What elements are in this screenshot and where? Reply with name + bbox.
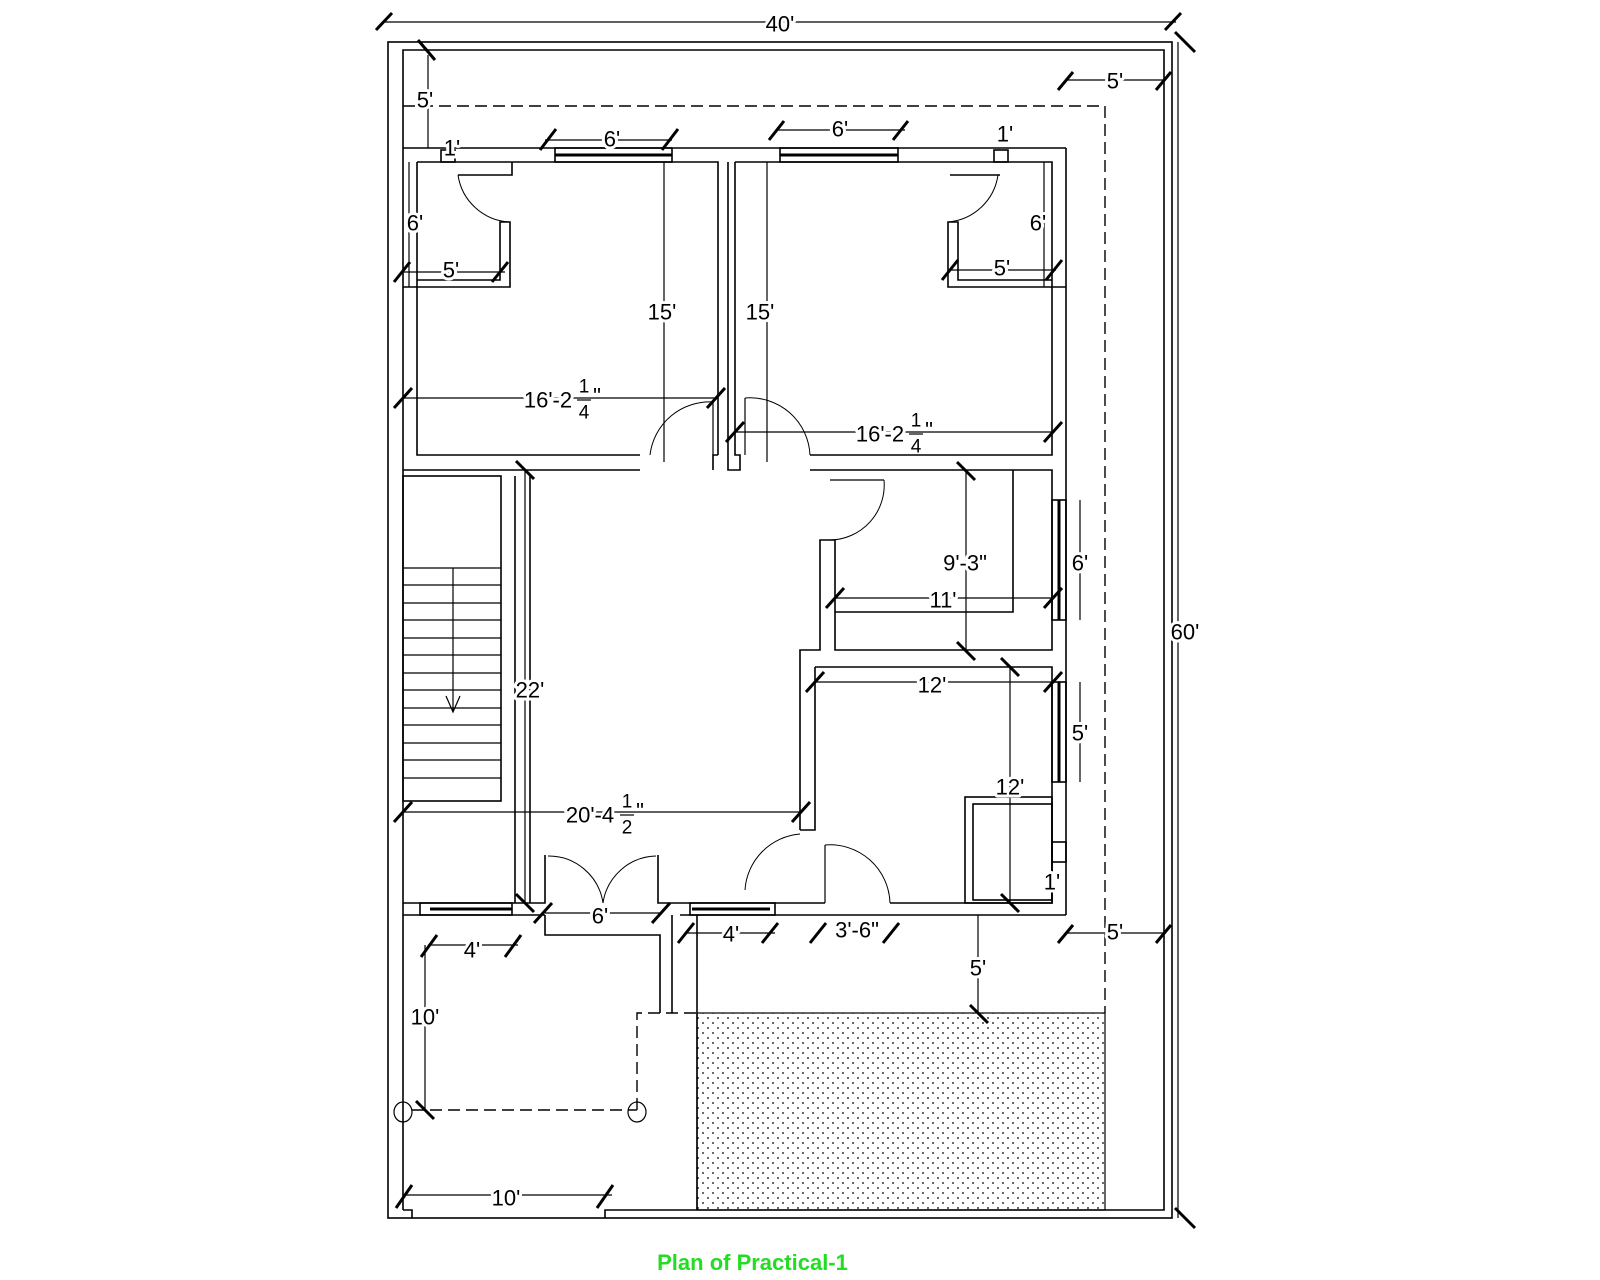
bed-left-frac-den: 4 [579,403,590,424]
garage-width-label: 10' [492,1186,521,1211]
vent-right-label: 1' [997,122,1013,147]
bed-right-frac-den: 4 [911,437,922,458]
porch-gate [393,1012,697,1123]
bed-right-width-label: 16'-2 [856,422,904,447]
bath-left-width-label: 5' [443,258,459,283]
kitchen-width-label: 11' [929,588,956,613]
setback-front-label: 5' [970,956,986,981]
bed-left-frac-num: 1 [579,377,590,398]
kitchen-window-label: 6' [1072,551,1088,576]
plot-depth-label: 60' [1171,620,1200,645]
lounge-frac-den: 2 [622,818,633,839]
room-width-label: 12' [918,673,947,698]
setback-right-bottom-label: 5' [1107,920,1123,945]
dimension-lines [374,11,1197,1230]
plot-boundary [387,41,1173,1219]
bed-right-depth-label: 15' [746,300,775,325]
window-left-bed-label: 6' [604,127,620,152]
garage-depth-label: 10' [411,1005,440,1030]
window-right-bed-label: 6' [832,117,848,142]
bed-right-frac-num: 1 [911,411,922,432]
lounge-depth-label: 22' [516,678,545,703]
setback-right-top-label: 5' [1107,69,1123,94]
plan-title: Plan of Practical-1 [657,1250,848,1275]
bath-right-depth-label: 6' [1030,211,1046,236]
lawn-hatch [696,1012,1106,1211]
bed-left-depth-label: 15' [648,300,677,325]
bath-left-depth-label: 6' [407,211,423,236]
lounge-frac-num: 1 [622,792,633,813]
main-door-label: 6' [592,904,608,929]
setback-line [403,105,1106,1013]
room-vent-label: 1' [1044,870,1060,895]
doors [457,174,999,904]
room-depth-label: 12' [996,775,1025,800]
porch-window-label: 4' [464,938,480,963]
plot-width-label: 40' [766,12,795,37]
kitchen-depth-label: 9'-3" [943,551,987,576]
lounge-width-label: 20'-4 [566,803,614,828]
room-window-label: 5' [1072,721,1088,746]
lounge-inch: " [636,799,644,824]
front-window-label: 4' [723,922,739,947]
bath-right-width-label: 5' [994,256,1010,281]
staircase [403,567,501,779]
bed-right-inch: " [925,418,933,443]
bed-left-width-label: 16'-2 [524,388,572,413]
bed-left-inch: " [593,384,601,409]
setback-top-label: 5' [417,88,433,113]
room-door-label: 3'-6" [835,918,879,943]
vent-left-label: 1' [444,136,460,161]
dimension-labels: 40' 60' 5' 5' 5' 5' 6' 6' 1' 1' 6' 5' 6'… [404,9,1203,1214]
windows [419,147,1067,916]
